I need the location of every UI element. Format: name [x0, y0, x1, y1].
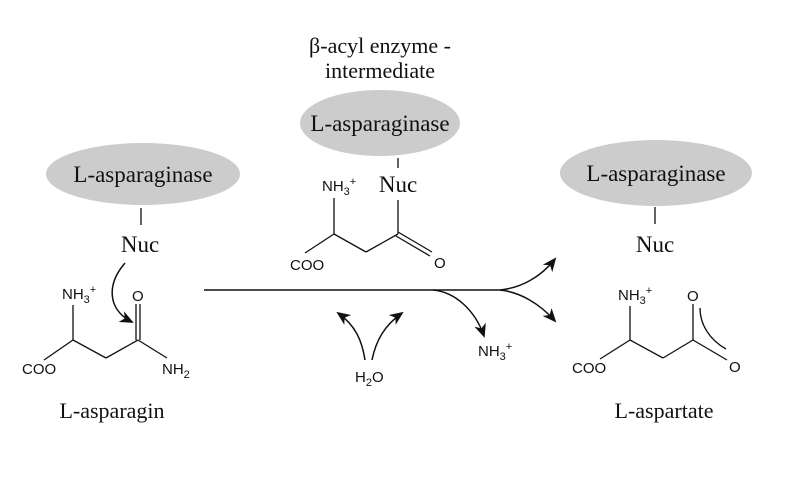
- nucleophilic-attack-arrow: [111, 262, 134, 323]
- intermediate-title-line1: β-acyl enzyme -: [309, 33, 451, 58]
- carboxylate-group: COO: [22, 361, 56, 378]
- enzyme-ellipse: [46, 143, 240, 205]
- amine-group: NH3+: [322, 176, 356, 198]
- nucleophile-label-left: Nuc: [121, 232, 159, 257]
- substrate-name: L-asparagin: [59, 398, 164, 423]
- carbonyl-oxygen: O: [434, 255, 446, 272]
- enzyme-ellipse: [300, 90, 460, 156]
- enzyme-right: L-asparaginase: [560, 140, 752, 206]
- water-arrow-left: [336, 311, 366, 361]
- intermediate-title-line2: intermediate: [325, 58, 435, 83]
- acyl-enzyme-intermediate-structure: NH3+ O COO: [290, 176, 446, 274]
- reaction-branch-product-arrow: [499, 289, 557, 323]
- oxygen-1: O: [687, 288, 699, 305]
- l-aspartate-structure: NH3+ O O COO: [572, 285, 741, 377]
- amine-group: NH3+: [618, 285, 652, 307]
- reaction-branch-enzyme-arrow: [499, 257, 557, 291]
- enzyme-ellipse: [560, 140, 752, 206]
- enzyme-label: L-asparaginase: [586, 161, 725, 186]
- ammonia-release-arrow: [432, 289, 486, 338]
- amine-group: NH3+: [62, 284, 96, 306]
- resonance-arc: [699, 307, 727, 350]
- carboxylate-group: COO: [290, 257, 324, 274]
- water-arrow-right: [371, 311, 404, 361]
- water-label: H2O: [355, 369, 384, 389]
- enzyme-label: L-asparaginase: [73, 162, 212, 187]
- enzyme-left: L-asparaginase: [46, 143, 240, 205]
- amide-group: NH2: [162, 361, 190, 381]
- oxygen-2: O: [729, 359, 741, 376]
- ammonia-label: NH3+: [478, 341, 512, 363]
- l-asparagin-structure: NH3+ O COO NH2: [22, 284, 190, 381]
- carbonyl-oxygen: O: [132, 288, 144, 305]
- nucleophile-label-right: Nuc: [636, 232, 674, 257]
- enzyme-middle: L-asparaginase: [300, 90, 460, 156]
- product-name: L-aspartate: [615, 398, 714, 423]
- carboxylate-group: COO: [572, 360, 606, 377]
- nucleophile-label-middle: Nuc: [379, 172, 417, 197]
- enzyme-label: L-asparaginase: [310, 111, 449, 136]
